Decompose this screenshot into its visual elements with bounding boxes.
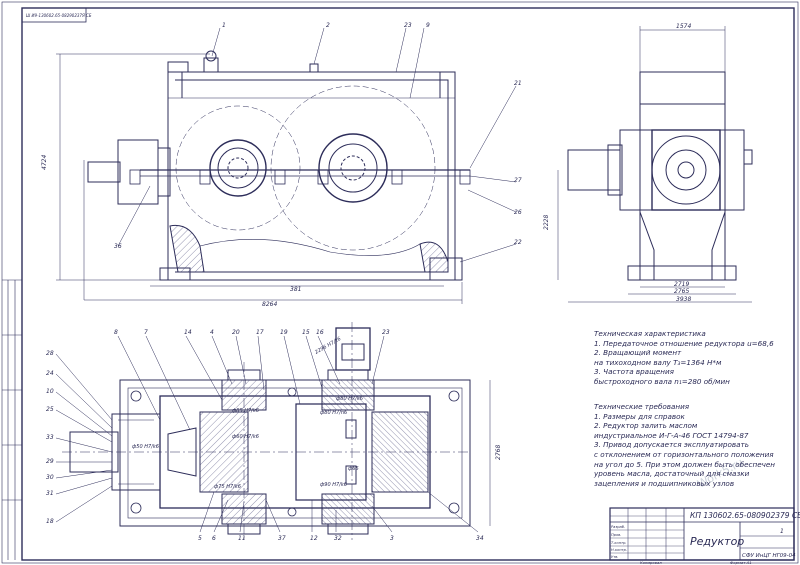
- role-approver: Утв.: [611, 555, 619, 559]
- tech-characteristics: Техническая характеристика 1. Передаточн…: [594, 329, 774, 387]
- fit-3: ф80 Н7/n6: [320, 410, 347, 416]
- tech-req-line: с отклонением от горизонтального положен…: [594, 449, 774, 459]
- tech-char-line: на тихоходном валу Т₃=1364 Н*м: [594, 357, 722, 367]
- dim-height: 4724: [41, 155, 48, 170]
- tech-char-line: 3. Частота вращения: [594, 367, 674, 377]
- front-dimensions: [56, 27, 517, 304]
- fit-1: ф85 Н7/k6: [232, 408, 259, 414]
- plan-callout-18: 18: [46, 518, 54, 525]
- dim-width: 8264: [262, 301, 277, 308]
- title-block: [609, 507, 795, 561]
- plan-callout-15: 15: [302, 329, 310, 336]
- tech-req-line: 1. Размеры для справок: [594, 411, 685, 421]
- callout-27: 27: [514, 177, 522, 184]
- plan-dim-height: 2768: [495, 445, 502, 460]
- plan-leaders: [55, 335, 491, 533]
- fit-4: ф65: [348, 466, 359, 472]
- fit-5: ф90 Н7/k6: [320, 482, 347, 488]
- plan-callout-4: 4: [210, 329, 214, 336]
- fit-8: ф80 Н7/k6: [336, 396, 363, 402]
- side-dimensions: [557, 26, 752, 303]
- side-labels: 1574 2228 2719 2765 3938: [543, 23, 691, 303]
- plan-labels: 8 7 14 4 20 17 19 15 16 23 28 24 10 25 3…: [46, 329, 502, 542]
- title-sheets: 1: [780, 528, 784, 535]
- plan-callout-7: 7: [144, 329, 148, 336]
- plan-callout-32: 32: [334, 535, 342, 542]
- plan-callout-14: 14: [184, 329, 192, 336]
- title-name: Редуктор: [690, 535, 744, 548]
- side-dim-top: 1574: [676, 23, 691, 30]
- plan-callout-28: 28: [46, 350, 54, 357]
- callout-1: 1: [222, 22, 226, 29]
- plan-callout-30: 30: [46, 474, 54, 481]
- title-block-text: КП 130602.65-080902379 СБ Редуктор 1 СФУ…: [26, 13, 800, 565]
- side-dim-w1: 2719: [674, 281, 689, 288]
- format-label: Формат А1: [730, 560, 752, 565]
- tech-req-line: зацепления и подшипниковых узлов: [594, 478, 735, 488]
- tech-req-line: индустриальное И-Г-А-46 ГОСТ 14794-87: [594, 430, 749, 440]
- plan-callout-20: 20: [232, 329, 240, 336]
- callout-36: 36: [114, 243, 122, 250]
- tech-req-line: на угол до 5. При этом должен быть обесп…: [594, 459, 775, 469]
- callout-26: 26: [514, 209, 522, 216]
- role-ncontrol: Н.контр.: [611, 548, 627, 552]
- side-view: [567, 71, 753, 281]
- tech-requirements: Технические требования 1. Размеры для сп…: [594, 402, 775, 488]
- plan-callout-25: 25: [46, 406, 54, 413]
- tech-requirements-title: Технические требования: [594, 402, 690, 411]
- plan-callout-12: 12: [310, 535, 318, 542]
- callout-9: 9: [426, 22, 430, 29]
- callout-2: 2: [326, 22, 330, 29]
- fit-6: ф75 Н7/k6: [214, 484, 241, 490]
- plan-callout-11: 11: [238, 535, 246, 542]
- plan-dim-shaft: 2296 Н7/k6: [314, 336, 342, 356]
- side-dim-w2: 2765: [674, 288, 689, 295]
- tech-char-line: быстроходного вала n₁=280 об/мин: [594, 376, 730, 386]
- plan-callout-10: 10: [46, 388, 54, 395]
- title-doc-number: КП 130602.65-080902379 СБ: [690, 511, 800, 520]
- plan-callout-31: 31: [46, 490, 54, 497]
- role-tcontrol: Т.контр.: [611, 541, 627, 545]
- role-checker: Пров.: [611, 533, 621, 537]
- callout-21: 21: [514, 80, 522, 87]
- plan-callout-19: 19: [280, 329, 288, 336]
- plan-callout-3: 3: [390, 535, 394, 542]
- front-view: [87, 50, 471, 281]
- side-dim-height: 2228: [543, 215, 550, 230]
- plan-view: [62, 322, 471, 540]
- plan-callout-24: 24: [46, 370, 54, 377]
- tech-char-line: 2. Вращающий момент: [594, 348, 682, 358]
- role-developer: Разраб.: [611, 525, 625, 529]
- tech-char-line: 1. Передаточное отношение редуктора u=68…: [594, 338, 774, 348]
- fit-7: ф50 Н7/k6: [132, 444, 159, 450]
- corner-stamp: Ш И9-130602.65-08290237Я СБ: [26, 13, 92, 18]
- tech-req-line: 3. Привод допускается эксплуатировать: [594, 440, 749, 450]
- plan-callout-5: 5: [198, 535, 202, 542]
- plan-callout-37: 37: [278, 535, 286, 542]
- title-organization: СФУ ИнЦГ НГ09-04: [742, 553, 796, 559]
- tech-req-line: 2. Редуктор залить маслом: [594, 421, 698, 431]
- side-dim-total: 3938: [676, 296, 691, 303]
- plan-callout-23: 23: [382, 329, 390, 336]
- callout-23: 23: [404, 22, 412, 29]
- dim-axis: 381: [290, 286, 301, 293]
- plan-callout-6: 6: [212, 535, 216, 542]
- callout-22: 22: [514, 239, 522, 246]
- plan-callout-29: 29: [46, 458, 54, 465]
- plan-callout-33: 33: [46, 434, 54, 441]
- tech-characteristics-title: Техническая характеристика: [594, 329, 706, 338]
- copied-label: Копировал: [640, 560, 662, 565]
- tech-req-line: уровень масла, достаточный для смазки: [594, 469, 750, 479]
- front-labels: 4724 8264 381 1 2 23 9 21 27 26 22 36: [41, 22, 522, 308]
- plan-callout-17: 17: [256, 329, 264, 336]
- plan-callout-16: 16: [316, 329, 324, 336]
- plan-callout-34: 34: [476, 535, 484, 542]
- plan-callout-8: 8: [114, 329, 118, 336]
- fit-2: ф60 Н7/k6: [232, 434, 259, 440]
